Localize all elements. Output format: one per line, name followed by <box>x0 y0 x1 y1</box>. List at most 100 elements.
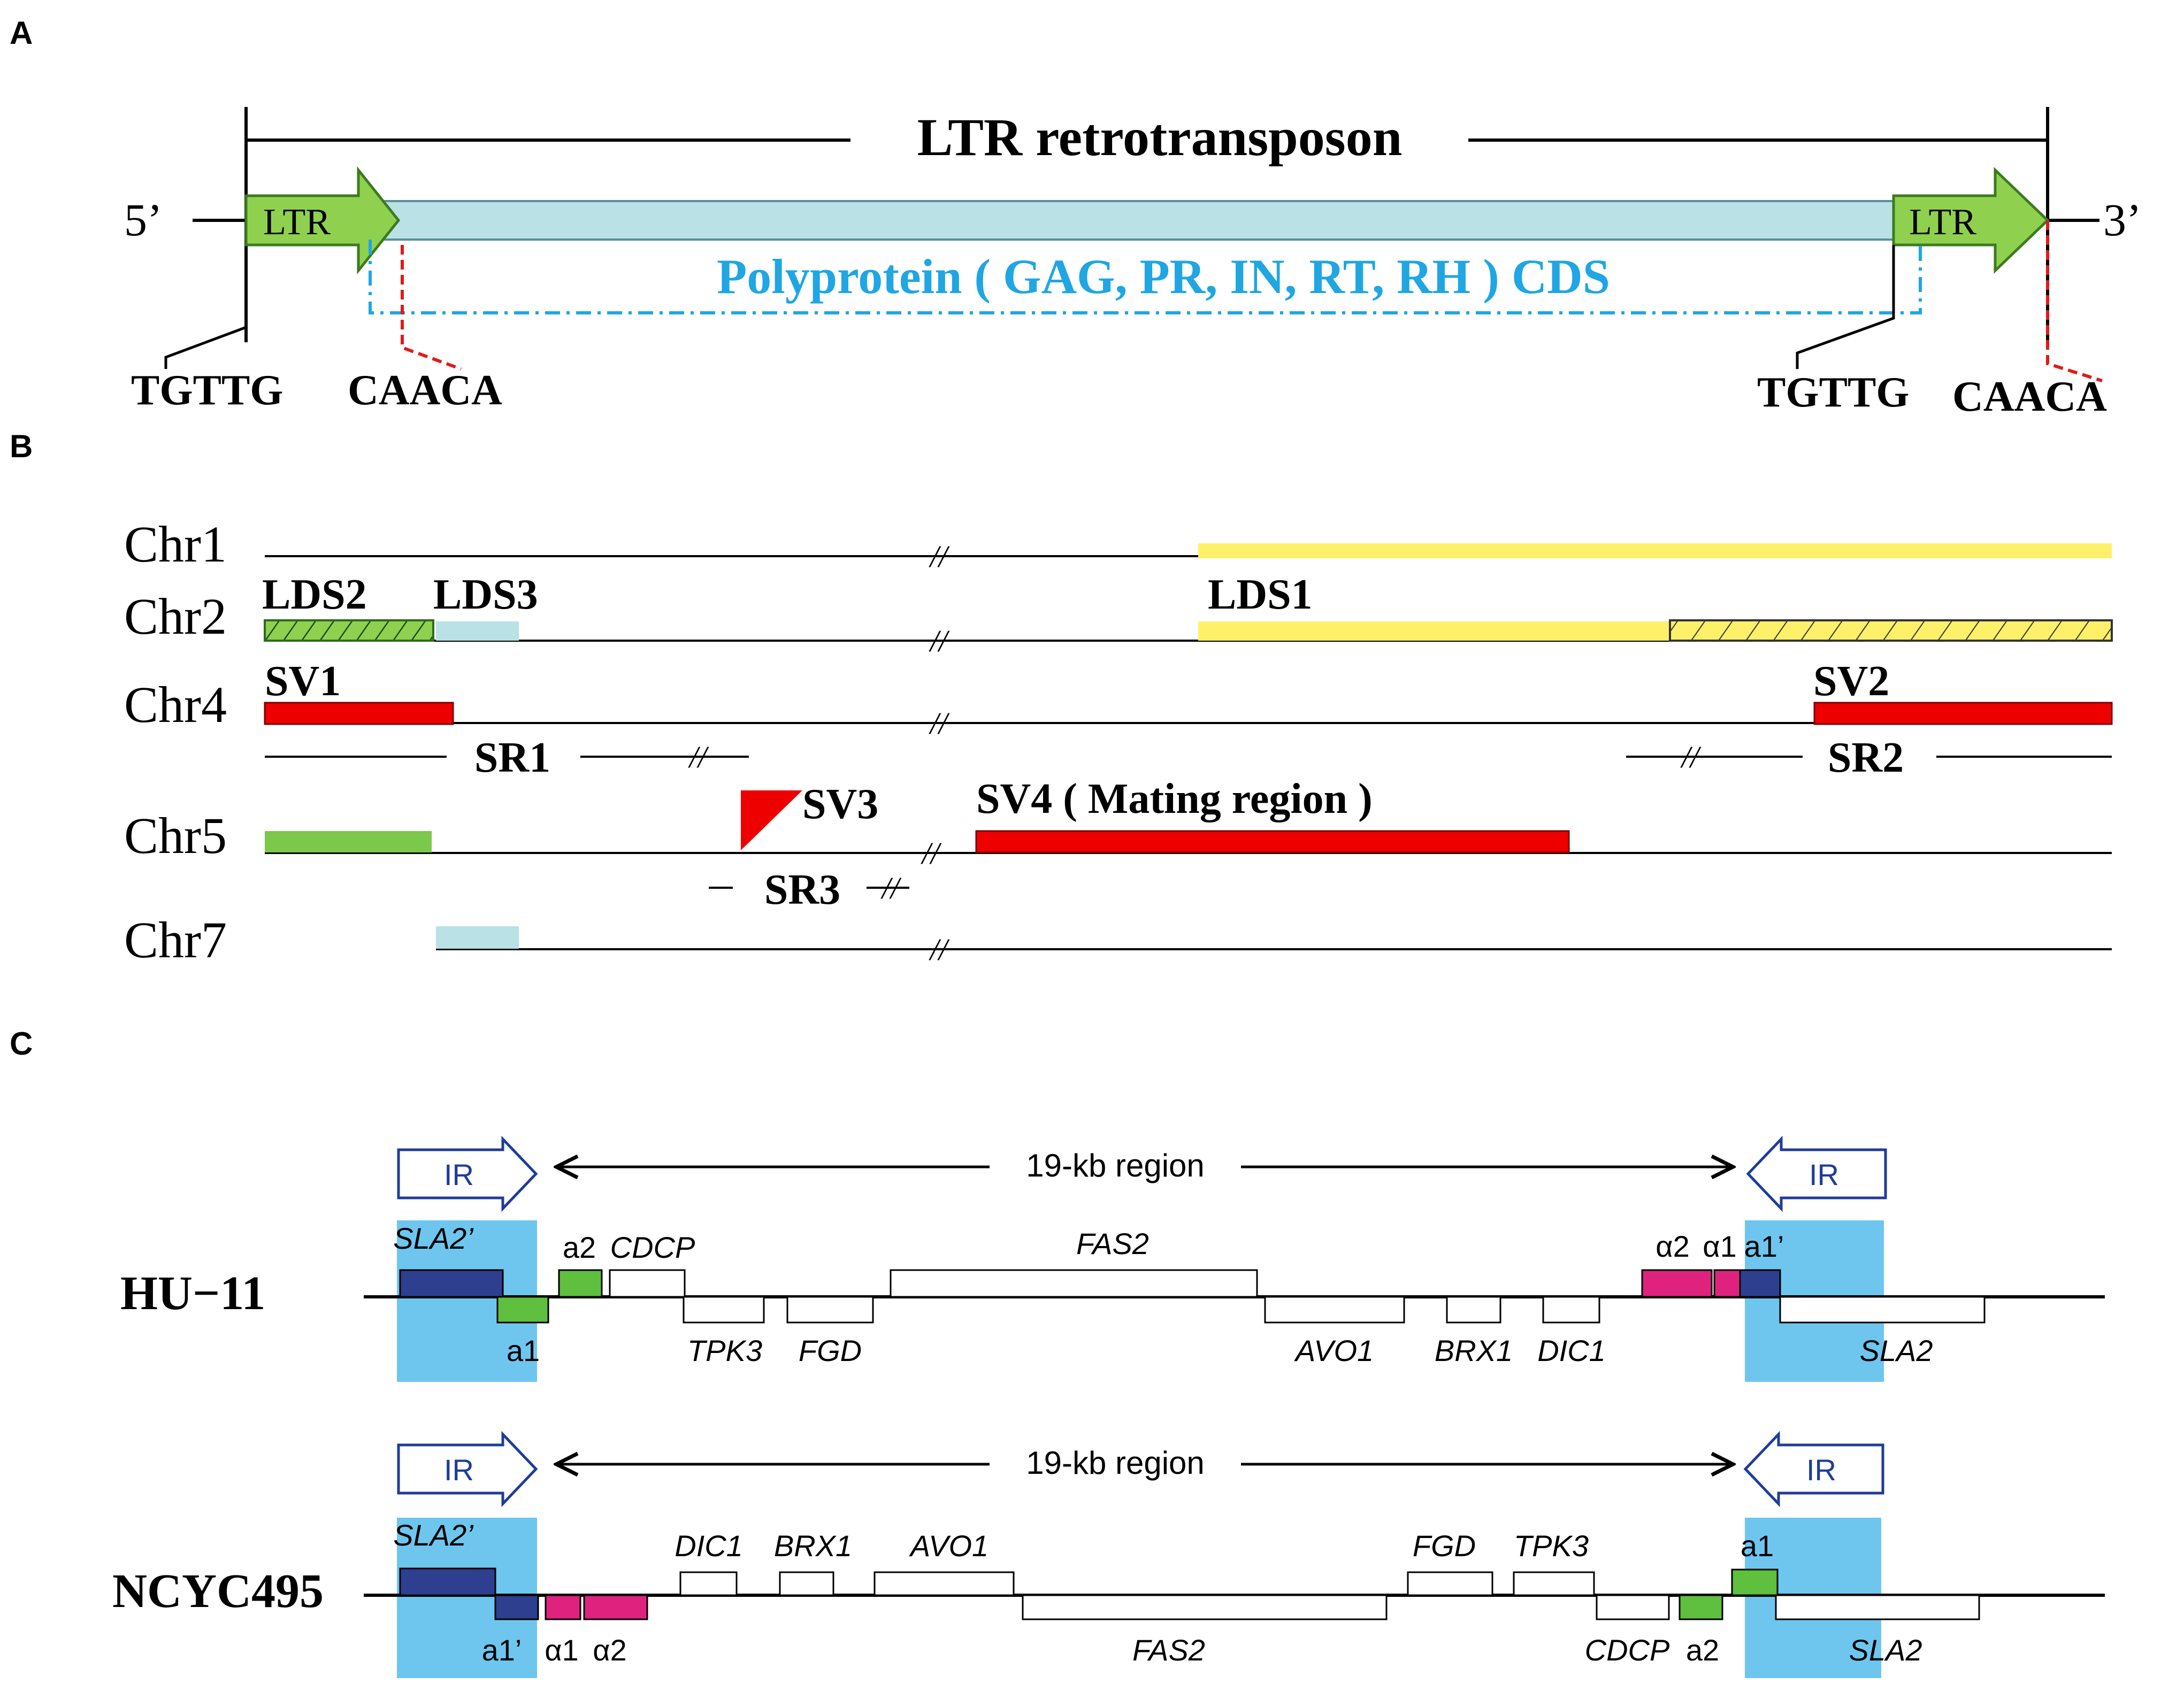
ncyc-a1p-gene <box>494 1594 539 1620</box>
hu11-alpha1-gene <box>1713 1269 1741 1298</box>
hu11-ir-left-arrow <box>397 1135 538 1212</box>
ncyc-brx1-gene <box>779 1571 834 1596</box>
ncyc-a1-label: a1 <box>1741 1529 1774 1563</box>
chr2-lds2-block <box>264 619 434 642</box>
sr3-label: SR3 <box>764 866 840 913</box>
chr5-sv4-block <box>975 830 1570 854</box>
hu11-a2-label: a2 <box>563 1231 596 1264</box>
chr2-label: Chr2 <box>124 588 227 645</box>
ltr-right-arrow <box>1892 167 2050 274</box>
ncyc-fgd-label: FGD <box>1413 1529 1476 1563</box>
hu11-a1p-label: a1’ <box>1744 1229 1784 1263</box>
panel-b-letter: B <box>10 428 33 464</box>
ncyc-avo1-label: AVO1 <box>909 1529 988 1563</box>
lds2-label: LDS2 <box>262 571 367 618</box>
chr2-lds3-block <box>436 621 519 641</box>
ncyc-region-label: 19-kb region <box>1026 1445 1205 1481</box>
ltr-left-arrow <box>244 166 401 275</box>
sr1-break-mark: // <box>688 740 709 774</box>
three-prime-label: 3’ <box>2103 194 2142 245</box>
panel-b: Chr1 // Chr2 LDS2 LDS3 LDS1 // Chr4 SV1 … <box>124 516 2113 968</box>
sr2-label: SR2 <box>1828 734 1904 781</box>
ncyc-avo1-gene <box>873 1571 1015 1596</box>
cds-bracket <box>369 240 1922 314</box>
sv1-label: SV1 <box>265 658 341 705</box>
hu11-ir-right-arrow <box>1746 1135 1887 1212</box>
hu11-region-label: 19-kb region <box>1026 1148 1205 1183</box>
ncyc-ir-left-arrow <box>397 1431 538 1508</box>
chr4-break-mark: // <box>929 706 950 741</box>
ncyc-alpha2-label: α2 <box>593 1633 627 1667</box>
hu11-cdcp-gene <box>609 1269 686 1298</box>
ncyc-ir-right-label: IR <box>1806 1453 1836 1487</box>
hu11-sla2-label: SLA2 <box>1860 1334 1933 1367</box>
chr2-break-mark: // <box>929 624 950 658</box>
ncyc-brx1-label: BRX1 <box>774 1529 852 1563</box>
panel-a-letter: A <box>10 15 33 51</box>
chr1-lds1-block <box>1198 543 2112 558</box>
ncyc-tpk3-gene <box>1513 1571 1595 1596</box>
polyprotein-cds-bar <box>368 200 1932 241</box>
sv2-label: SV2 <box>1813 658 1889 705</box>
ncyc-fgd-gene <box>1407 1571 1493 1596</box>
hu11-ir-right-label: IR <box>1809 1158 1839 1191</box>
hu11-alpha2-label: α2 <box>1656 1229 1690 1263</box>
left-tgttg-label: TGTTG <box>131 367 283 414</box>
hu11-dic1-gene <box>1542 1296 1600 1324</box>
panel-a: LTR retrotransposon 5’ 3’ LTR LTR Polypr… <box>124 107 2142 420</box>
ncyc-sla2p-label: SLA2’ <box>393 1518 474 1552</box>
sv4-label: SV4 ( Mating region ) <box>976 775 1373 822</box>
ncyc-a1-gene <box>1731 1568 1779 1596</box>
hu11-strain-label: HU−11 <box>120 1267 265 1320</box>
sv3-label: SV3 <box>802 781 878 828</box>
chr2-lds1-block <box>1198 621 1670 641</box>
ncyc-ir-right-arrow <box>1743 1431 1884 1508</box>
hu11-a1p-gene <box>1739 1269 1781 1298</box>
lds1-label: LDS1 <box>1208 571 1313 618</box>
ltr-retrotransposon-title: LTR retrotransposon <box>917 107 1403 167</box>
ncyc-fas2-label: FAS2 <box>1132 1633 1205 1667</box>
ncyc-sla2p-gene <box>399 1567 496 1596</box>
chr7-label: Chr7 <box>124 911 227 968</box>
hu11-tpk3-label: TPK3 <box>687 1334 762 1367</box>
right-caaca-label: CAACA <box>1952 373 2107 420</box>
left-ca-leader <box>401 245 462 371</box>
ncyc-dic1-gene <box>679 1571 738 1596</box>
ncyc-a2-label: a2 <box>1686 1633 1719 1667</box>
ncyc-strain-label: NCYC495 <box>112 1565 324 1618</box>
chr1-label: Chr1 <box>124 516 227 573</box>
hu11-sla2p-label: SLA2’ <box>393 1221 474 1255</box>
ncyc495-track: IR IR 19-kb region NCYC495 SLA2’ DIC1 BR… <box>112 1431 2105 1678</box>
ncyc-dic1-label: DIC1 <box>675 1529 743 1563</box>
hu11-avo1-gene <box>1264 1296 1405 1324</box>
chr5-label: Chr5 <box>124 807 227 864</box>
hu11-fgd-gene <box>786 1296 874 1324</box>
ncyc-alpha2-gene <box>583 1594 648 1620</box>
ncyc-cdcp-label: CDCP <box>1585 1633 1670 1667</box>
right-tgttg-label: TGTTG <box>1757 369 1910 416</box>
hu11-dic1-label: DIC1 <box>1537 1334 1606 1367</box>
chr4-sv2-block <box>1813 702 2113 725</box>
hu11-brx1-gene <box>1446 1296 1501 1324</box>
hu11-sla2p-gene <box>399 1269 504 1298</box>
ncyc-ir-left-label: IR <box>444 1453 474 1487</box>
chr1-break-mark: // <box>929 539 950 574</box>
sr1-label: SR1 <box>474 734 550 781</box>
hu11-fgd-label: FGD <box>799 1334 862 1367</box>
right-ca-leader <box>2046 220 2103 382</box>
ltr-right-label: LTR <box>1909 202 1976 243</box>
hu11-tpk3-gene <box>683 1296 765 1324</box>
hu11-alpha1-label: α1 <box>1703 1229 1737 1263</box>
ltr-left-label: LTR <box>263 202 331 243</box>
chr7-lds3-block <box>436 926 519 949</box>
ncyc-tpk3-label: TPK3 <box>1514 1529 1589 1563</box>
right-tg-leader <box>1796 245 1895 369</box>
ncyc-sla2-label: SLA2 <box>1849 1633 1922 1667</box>
chr4-sv1-block <box>264 702 454 725</box>
ncyc-cdcp-gene <box>1596 1594 1670 1620</box>
left-caaca-label: CAACA <box>348 367 502 414</box>
panel-c-letter: C <box>10 1026 33 1062</box>
five-prime-label: 5’ <box>124 194 163 245</box>
